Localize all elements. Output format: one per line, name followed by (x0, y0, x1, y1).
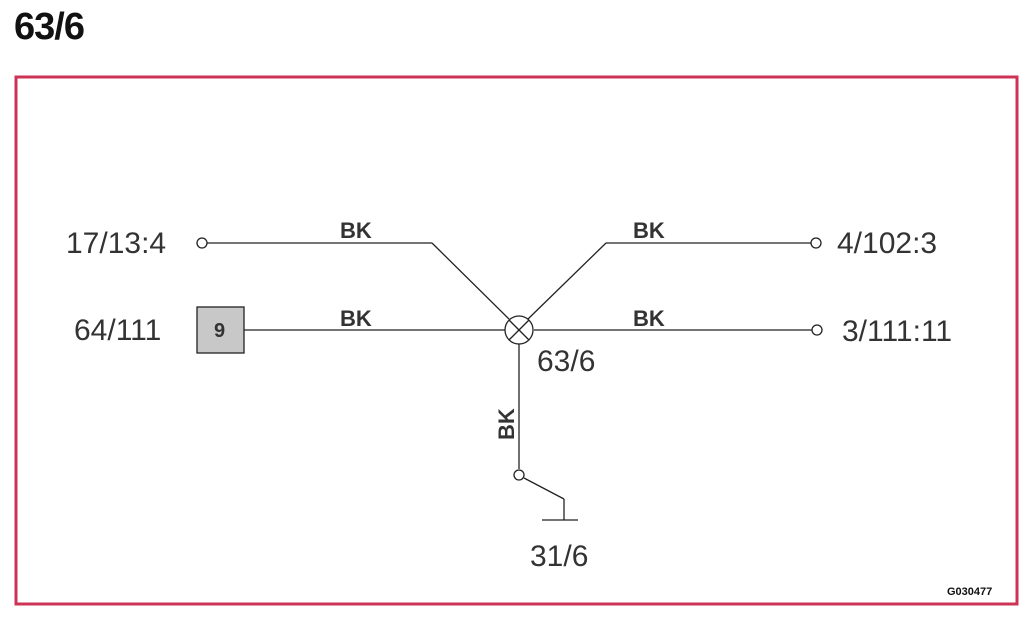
diagram-frame (14, 75, 1019, 606)
label-right-mid: 3/111:11 (842, 315, 952, 348)
terminal-ground (513, 469, 525, 481)
label-left-top: 17/13:4 (66, 227, 166, 260)
wire-right-top-diagonal (527, 242, 607, 320)
splice-label: 63/6 (537, 345, 595, 378)
wire-color-ground: BK (494, 408, 519, 440)
terminal-left-top (196, 237, 208, 249)
terminal-right-top (810, 237, 822, 249)
connector-box (196, 306, 245, 354)
wire-color-right-top: BK (633, 218, 665, 243)
page-title: 63/6 (14, 6, 85, 48)
figure-code: G030477 (947, 586, 992, 598)
wire-color-left-top: BK (340, 218, 372, 243)
connector-box-label: 9 (214, 320, 225, 342)
label-ground: 31/6 (530, 540, 588, 573)
wire-color-right-mid: BK (633, 306, 665, 331)
wire-left-top-diagonal (431, 242, 510, 320)
wire-color-left-mid: BK (340, 306, 372, 331)
terminal-right-mid (811, 324, 823, 336)
splice-cross-b (508, 319, 530, 341)
ground-switch-line (523, 477, 565, 500)
label-right-top: 4/102:3 (837, 227, 937, 260)
label-left-mid: 64/111 (74, 314, 161, 347)
